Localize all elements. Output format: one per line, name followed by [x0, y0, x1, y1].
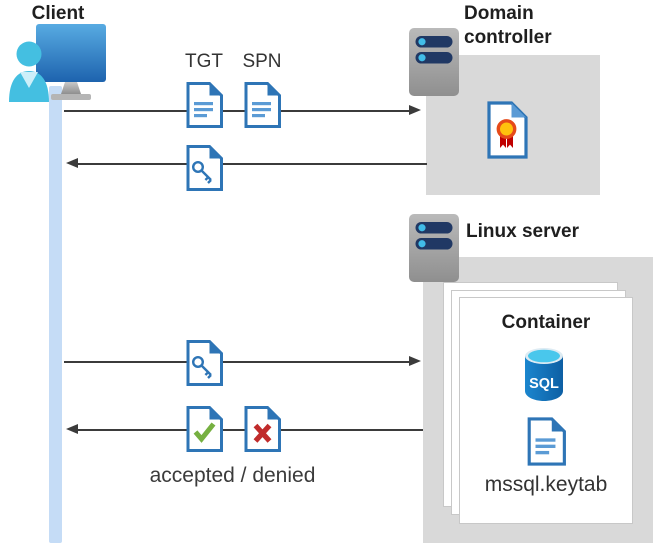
accepted-denied-label: accepted / denied: [149, 464, 316, 487]
key-document-icon: [186, 145, 223, 191]
container-label: Container: [501, 312, 591, 333]
certificate-document-icon: [487, 101, 528, 159]
keytab-document-icon: [527, 417, 566, 466]
check-document-icon: [186, 406, 223, 452]
sql-badge-text: SQL: [529, 376, 559, 392]
sql-database-icon: SQL: [525, 348, 563, 401]
arrow-dc-to-client: [66, 158, 427, 168]
tgt-ticket-document-icon: [186, 82, 223, 128]
keytab-label: mssql.keytab: [484, 473, 608, 496]
server-icon: [409, 214, 459, 282]
server-icon: [409, 28, 459, 96]
arrow-client-to-linux: [64, 356, 421, 366]
spn-label: SPN: [242, 51, 282, 72]
x-document-icon: [244, 406, 281, 452]
arrow-client-to-dc: [64, 105, 421, 115]
client-lifeline: [49, 86, 62, 543]
domain-controller-label: Domain controller: [464, 3, 552, 48]
client-label: Client: [31, 3, 85, 24]
container-card: [459, 297, 633, 524]
spn-ticket-document-icon: [244, 82, 281, 128]
tgt-label: TGT: [185, 51, 223, 72]
linux-server-label: Linux server: [466, 221, 579, 242]
user-at-monitor-icon: [9, 24, 106, 102]
key-document-icon: [186, 340, 223, 386]
